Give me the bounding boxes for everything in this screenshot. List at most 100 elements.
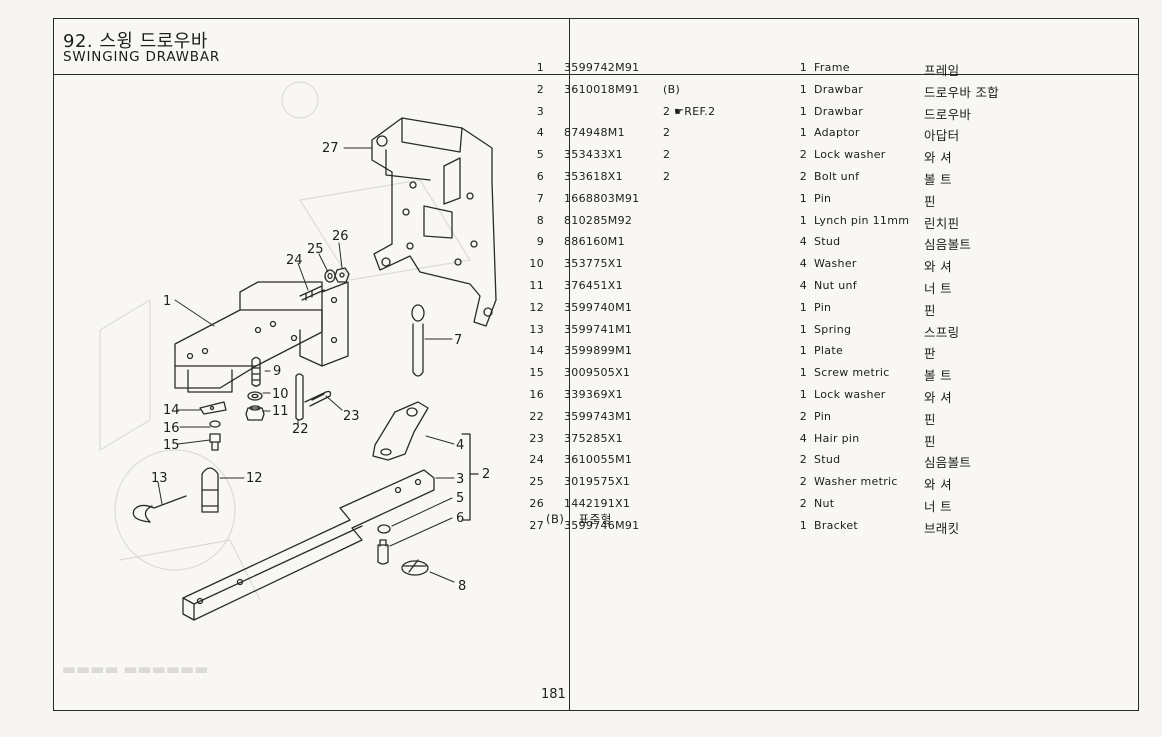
- part-spring-13: [132, 495, 187, 523]
- callout-15: 15: [163, 438, 180, 453]
- callout-12: 12: [246, 471, 263, 486]
- part-item-number: 13: [529, 322, 544, 336]
- part-quantity: 4: [799, 431, 807, 445]
- part-name-korean: 볼 트: [924, 171, 952, 187]
- part-number: 3610055M1: [564, 453, 633, 467]
- part-quantity: 1: [799, 322, 807, 336]
- part-pin-22: [295, 373, 304, 421]
- page-title-korean: 92. 스윙 드로우바: [63, 31, 208, 52]
- part-stud-24: [299, 285, 325, 301]
- part-name-korean: 린치핀: [924, 215, 960, 231]
- part-name-korean: 판: [924, 346, 936, 362]
- part-item-number: 11: [529, 278, 544, 292]
- part-quantity: 1: [799, 61, 807, 74]
- part-washer-16: [209, 420, 221, 428]
- part-pin-7: [411, 304, 425, 377]
- part-plate-14: [199, 401, 227, 415]
- callout-22: 22: [292, 422, 309, 437]
- callout-9: 9: [273, 364, 281, 379]
- part-number: 3599740M1: [564, 300, 633, 314]
- part-name-korean: 와 셔: [924, 477, 952, 493]
- part-washer-25: [324, 269, 336, 283]
- part-stud-9: [251, 356, 261, 387]
- part-quantity: 4: [799, 235, 807, 249]
- part-name-english: Washer: [814, 257, 857, 271]
- part-name-english: Drawbar: [814, 82, 864, 96]
- part-remark: 2: [663, 169, 671, 183]
- part-number: 339369X1: [564, 387, 623, 401]
- legend-note: (B) 표준형: [546, 511, 622, 527]
- part-number: 1668803M91: [564, 191, 640, 205]
- part-name-korean: 드로우바: [924, 106, 972, 122]
- part-name-english: Hair pin: [814, 431, 860, 445]
- part-name-english: Stud: [814, 453, 841, 467]
- part-item-number: 5: [536, 148, 544, 162]
- part-number: 353433X1: [564, 148, 623, 162]
- part-name-korean: 브래킷: [924, 520, 960, 536]
- part-number: 874948M1: [564, 126, 625, 140]
- part-adaptor-4: [372, 401, 429, 461]
- part-item-number: 26: [529, 496, 544, 510]
- part-item-number: 8: [536, 213, 544, 227]
- part-name-korean: 드로우바 조합: [924, 84, 1000, 100]
- part-pin-12: [201, 467, 219, 513]
- part-remark: 2: [663, 148, 671, 162]
- page-number: 181: [541, 687, 566, 702]
- callout-4: 4: [456, 438, 464, 453]
- part-nut-11: [245, 405, 265, 421]
- part-number: 3610018M91: [564, 82, 640, 96]
- part-item-number: 10: [529, 257, 544, 271]
- part-quantity: 2: [799, 496, 807, 510]
- catalog-page-frame: 92. 스윙 드로우바 SWINGING DRAWBAR 181: [53, 18, 1139, 711]
- part-item-number: 3: [536, 104, 544, 118]
- legend-note-text: 표준형: [578, 512, 612, 526]
- part-name-english: Washer metric: [814, 475, 898, 489]
- part-quantity: 2: [799, 453, 807, 467]
- callout-6: 6: [456, 511, 464, 526]
- part-name-korean: 아답터: [924, 128, 960, 144]
- part-quantity: 1: [799, 366, 807, 380]
- part-name-english: Adaptor: [814, 126, 860, 140]
- part-drawbar-3: [182, 469, 435, 621]
- part-number: 886160M1: [564, 235, 625, 249]
- part-remark: (B): [663, 82, 681, 96]
- part-number: 3599746M91: [564, 518, 640, 532]
- part-number: 353775X1: [564, 257, 623, 271]
- part-quantity: 1: [799, 344, 807, 358]
- callout-26: 26: [332, 229, 349, 244]
- part-name-english: Pin: [814, 191, 832, 205]
- callout-25: 25: [307, 242, 324, 257]
- bleed-through-text: ▬▬▬▬▬▬ ▬▬▬▬: [62, 660, 209, 678]
- part-item-number: 4: [536, 126, 544, 140]
- part-name-korean: 너 트: [924, 498, 952, 514]
- callout-labels: 27 26 25 24 1 7 9 10 11 14 16 15 22 23 4…: [151, 141, 490, 594]
- callout-2: 2: [482, 467, 490, 482]
- callout-7: 7: [454, 333, 462, 348]
- part-name-english: Lynch pin 11mm: [814, 213, 910, 227]
- part-quantity: 2: [799, 475, 807, 489]
- part-quantity: 2: [799, 148, 807, 162]
- part-quantity: 1: [799, 518, 807, 532]
- part-name-korean: 핀: [924, 193, 936, 209]
- part-quantity: 1: [799, 191, 807, 205]
- part-quantity: 1: [799, 213, 807, 227]
- part-quantity: 1: [799, 104, 807, 118]
- part-name-korean: 심음볼트: [924, 455, 972, 471]
- part-number: 1442191X1: [564, 496, 631, 510]
- part-name-english: Nut: [814, 496, 835, 510]
- part-lock-washer-5: [377, 524, 391, 534]
